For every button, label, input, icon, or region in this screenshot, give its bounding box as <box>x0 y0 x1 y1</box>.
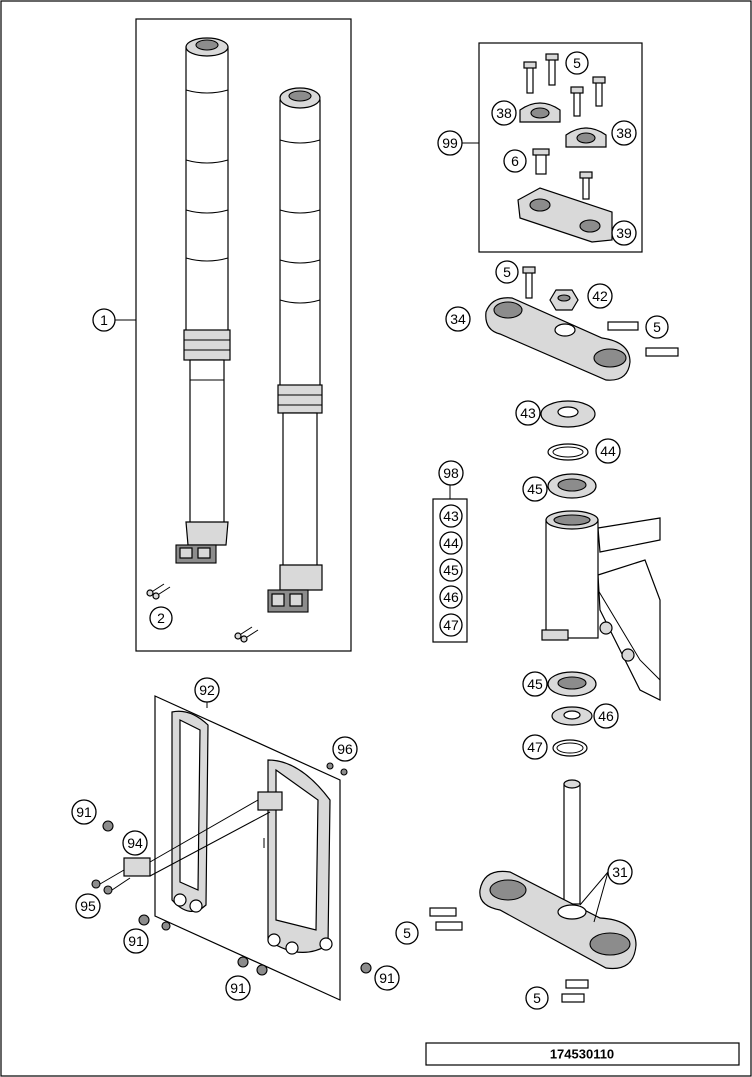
bearing-stack-upper <box>540 400 597 499</box>
svg-text:94: 94 <box>127 835 143 851</box>
callout-96: 96 <box>332 736 358 762</box>
fork-guard-frame <box>154 695 341 1001</box>
svg-text:45: 45 <box>527 676 543 692</box>
callout-45: 45 <box>522 671 548 697</box>
svg-text:44: 44 <box>600 443 616 459</box>
lower-triple-clamp <box>429 779 637 1003</box>
callout-91: 91 <box>225 975 251 1001</box>
callout-31: 31 <box>607 859 633 885</box>
svg-text:46: 46 <box>598 708 614 724</box>
bearing-stack-lower <box>547 671 597 757</box>
kit-item-43: 43 <box>439 504 463 528</box>
callout-94: 94 <box>122 830 148 856</box>
callout-99: 99 <box>437 130 463 156</box>
callout-47: 47 <box>522 734 548 760</box>
callout-5: 5 <box>525 986 549 1010</box>
svg-text:5: 5 <box>503 264 511 280</box>
callout-92: 92 <box>194 677 220 703</box>
callout-39: 39 <box>611 220 637 246</box>
callout-5: 5 <box>565 51 589 75</box>
svg-text:1: 1 <box>100 312 108 328</box>
svg-text:44: 44 <box>443 535 459 551</box>
svg-text:47: 47 <box>443 617 459 633</box>
svg-text:45: 45 <box>443 562 459 578</box>
svg-text:91: 91 <box>230 980 246 996</box>
kit-item-45: 45 <box>439 558 463 582</box>
svg-text:43: 43 <box>520 405 536 421</box>
svg-text:38: 38 <box>616 125 632 141</box>
callout-98: 98 <box>438 460 464 486</box>
callout-5: 5 <box>645 315 669 339</box>
svg-text:5: 5 <box>533 990 541 1006</box>
callout-46: 46 <box>593 703 619 729</box>
svg-text:38: 38 <box>496 105 512 121</box>
kit-item-47: 47 <box>439 613 463 637</box>
svg-text:5: 5 <box>403 925 411 941</box>
document-number: 174530110 <box>550 1047 614 1062</box>
callout-95: 95 <box>75 893 101 919</box>
callout-2: 2 <box>149 606 173 630</box>
callout-1: 1 <box>92 308 116 332</box>
clamp-bolts <box>146 583 259 643</box>
svg-text:5: 5 <box>653 319 661 335</box>
svg-text:98: 98 <box>443 465 459 481</box>
svg-text:46: 46 <box>443 589 459 605</box>
callout-91: 91 <box>374 965 400 991</box>
kit-item-44: 44 <box>439 531 463 555</box>
callout-91: 91 <box>123 928 149 954</box>
fork-group-frame <box>135 18 352 652</box>
fork-guards <box>91 710 372 976</box>
svg-text:34: 34 <box>450 311 466 327</box>
svg-text:6: 6 <box>511 153 519 169</box>
document-number-box <box>425 1042 740 1066</box>
svg-text:99: 99 <box>442 135 458 151</box>
svg-text:47: 47 <box>527 739 543 755</box>
svg-text:5: 5 <box>573 55 581 71</box>
clamp-kit-frame <box>478 42 643 253</box>
svg-text:96: 96 <box>337 741 353 757</box>
left-fork-leg <box>175 37 231 564</box>
svg-text:2: 2 <box>157 610 165 626</box>
callout-45: 45 <box>522 476 548 502</box>
callout-44: 44 <box>595 438 621 464</box>
clamp-kit-parts <box>517 53 613 243</box>
callout-5: 5 <box>495 260 519 284</box>
callout-38: 38 <box>611 120 637 146</box>
svg-text:39: 39 <box>616 225 632 241</box>
leader-31 <box>579 871 609 923</box>
right-fork-leg <box>267 87 323 613</box>
upper-triple-clamp <box>485 266 679 381</box>
svg-text:45: 45 <box>527 481 543 497</box>
callout-5: 5 <box>395 921 419 945</box>
svg-text:92: 92 <box>199 682 215 698</box>
callout-91: 91 <box>71 799 97 825</box>
svg-text:91: 91 <box>379 970 395 986</box>
callout-38: 38 <box>491 100 517 126</box>
kit-item-46: 46 <box>439 585 463 609</box>
callout-43: 43 <box>515 400 541 426</box>
svg-text:95: 95 <box>80 898 96 914</box>
svg-text:91: 91 <box>128 933 144 949</box>
svg-text:43: 43 <box>443 508 459 524</box>
callout-34: 34 <box>445 306 471 332</box>
svg-text:31: 31 <box>612 864 628 880</box>
svg-text:91: 91 <box>76 804 92 820</box>
frame-head-tube <box>541 510 661 701</box>
svg-text:42: 42 <box>592 288 608 304</box>
callout-42: 42 <box>587 283 613 309</box>
callout-6: 6 <box>503 149 527 173</box>
